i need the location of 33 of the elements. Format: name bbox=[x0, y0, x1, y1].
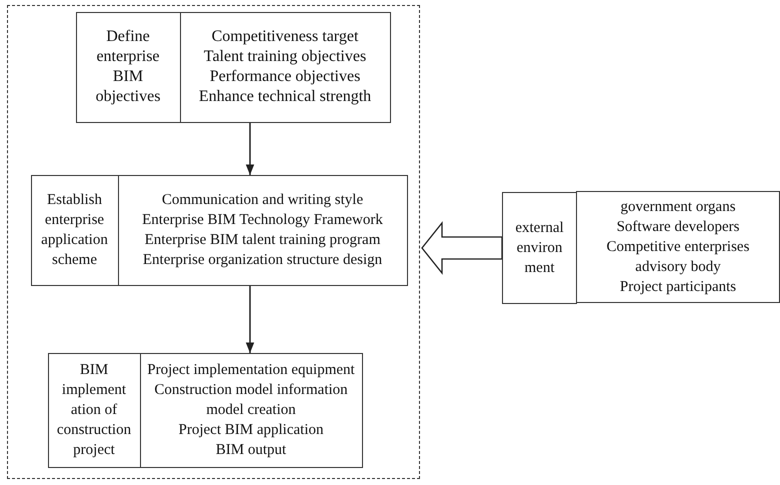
text-box bbox=[48, 352, 140, 468]
box-text: Enterprise BIM talent training program bbox=[144, 231, 382, 250]
box-text: Project participants bbox=[618, 278, 738, 297]
text-box bbox=[30, 174, 118, 286]
box-text: external environ ment bbox=[514, 219, 565, 278]
box-text: BIM output bbox=[214, 441, 288, 460]
arrow bbox=[246, 286, 254, 353]
box-text: Performance objectives bbox=[208, 67, 362, 87]
box-text: Establish enterprise application scheme bbox=[40, 191, 109, 270]
text-box bbox=[180, 12, 390, 122]
box-text: Competitiveness target bbox=[210, 27, 360, 47]
box-text: Construction model information model creation bbox=[153, 381, 349, 420]
text-box bbox=[140, 352, 362, 468]
box-text: Project BIM application bbox=[178, 421, 324, 440]
box-text: Competitive enterprises bbox=[606, 238, 750, 257]
box-text: Communication and writing style bbox=[160, 191, 364, 210]
block-arrow bbox=[421, 221, 503, 275]
box-text: BIM implement ation of construction project bbox=[56, 361, 132, 460]
box-text: advisory body bbox=[634, 258, 722, 277]
text-box bbox=[118, 174, 408, 286]
arrow bbox=[246, 123, 254, 175]
text-box bbox=[576, 191, 780, 303]
box-text: Talent training objectives bbox=[202, 47, 368, 67]
text-box bbox=[502, 192, 577, 304]
dashed-boundary bbox=[7, 5, 420, 479]
box-text: Define enterprise BIM objectives bbox=[94, 27, 162, 107]
box-text: Enterprise organization structure design bbox=[142, 251, 384, 270]
box-text: Software developers bbox=[616, 218, 740, 237]
box-text: Enterprise BIM Technology Framework bbox=[141, 211, 384, 230]
box-text: Project implementation equipment bbox=[146, 361, 356, 380]
box-text: Enhance technical strength bbox=[198, 87, 372, 107]
box-text: government organs bbox=[619, 198, 737, 217]
text-box bbox=[76, 12, 180, 122]
